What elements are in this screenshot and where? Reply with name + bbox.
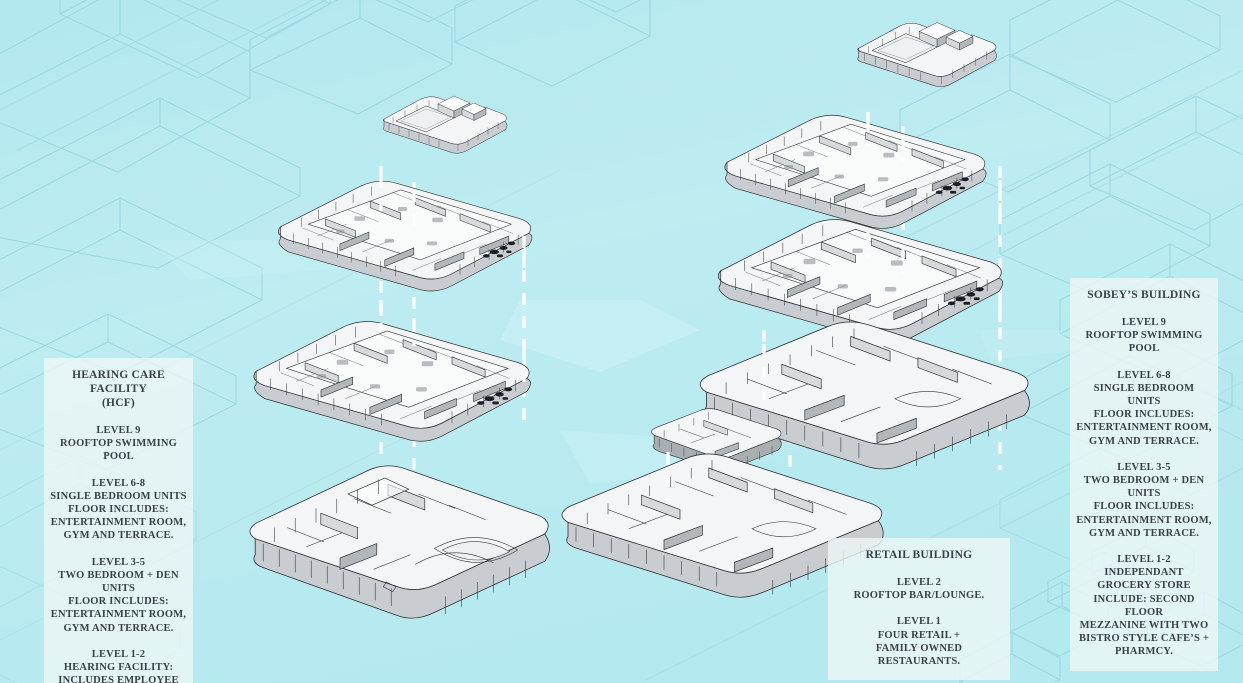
panel-title-line: (HCF) xyxy=(102,397,135,409)
level-description-line: INCLUDE: SECOND FLOOR xyxy=(1093,593,1195,618)
level-description-line: GYM AND TERRACE. xyxy=(1088,527,1200,539)
level-description-line: ENTERTAINMENT ROOM, xyxy=(1076,422,1212,434)
panel-title-line: SOBEY’S BUILDING xyxy=(1087,289,1201,301)
level-description-line: ENTERTAINMENT ROOM, xyxy=(50,517,187,529)
level-label: LEVEL 9 xyxy=(96,425,141,436)
panel-title-line: HEARING CARE FACILITY xyxy=(72,369,165,395)
hcf-plate-level6-8 xyxy=(278,180,533,292)
panel-title: SOBEY’S BUILDING xyxy=(1076,288,1212,302)
level-description-line: HEARING FACILITY: xyxy=(63,662,174,674)
level-description-line: FLOOR INCLUDES: xyxy=(68,504,169,516)
panel-title: HEARING CARE FACILITY (HCF) xyxy=(50,368,187,410)
retail-building-panel: RETAIL BUILDING LEVEL 2 ROOFTOP BAR/LOUNG… xyxy=(828,538,1010,681)
level-description-line: TWO BEDROOM + DEN UNITS xyxy=(58,569,179,595)
level-description-line: INCLUDES EMPLOYEE xyxy=(58,675,179,683)
level-description-line: ROOFTOP BAR/LOUNGE. xyxy=(853,590,985,602)
panel-title-line: RETAIL BUILDING xyxy=(865,549,973,561)
sobeys-building-panel: SOBEY’S BUILDING LEVEL 9 ROOFTOP SWIMMING… xyxy=(1070,278,1218,671)
level-description-line: GYM AND TERRACE. xyxy=(1088,435,1200,447)
level-description-line: FLOOR INCLUDES: xyxy=(68,596,169,608)
level-label: LEVEL 6-8 xyxy=(91,477,146,489)
hcf-plate-level9-rooftop-pool xyxy=(382,95,508,154)
level-description-line: SINGLE BEDROOM UNITS xyxy=(1093,382,1195,408)
level-description-line: SINGLE BEDROOM UNITS xyxy=(50,490,187,502)
level-description-line: PHARMCY. xyxy=(1114,646,1174,658)
sobeys-plate-level9-rooftop-pool xyxy=(857,22,997,87)
level-block: LEVEL 9 ROOFTOP SWIMMING POOL xyxy=(1076,316,1212,356)
level-description-line: ENTERTAINMENT ROOM, xyxy=(1076,514,1212,526)
level-label: LEVEL 3-5 xyxy=(1117,461,1171,473)
sobeys-plate-level6-8 xyxy=(724,114,987,229)
level-label: LEVEL 1 xyxy=(896,616,942,628)
level-description-line: FLOOR INCLUDES: xyxy=(1093,409,1195,421)
level-label: LEVEL 1-2 xyxy=(91,648,146,660)
level-label: LEVEL 1-2 xyxy=(1117,554,1171,566)
level-block: LEVEL 2 ROOFTOP BAR/LOUNGE. xyxy=(834,576,1004,602)
level-description-line: MEZZANINE WITH TWO xyxy=(1079,620,1209,632)
level-description-line: ROOFTOP SWIMMING POOL xyxy=(59,438,178,463)
level-label: LEVEL 2 xyxy=(896,577,942,588)
level-description-line: INDEPENDANT GROCERY STORE xyxy=(1097,567,1191,592)
level-label: LEVEL 9 xyxy=(1121,317,1167,328)
level-description-line: ROOFTOP SWIMMING POOL xyxy=(1085,330,1203,355)
hearing-care-facility-panel: HEARING CARE FACILITY (HCF) LEVEL 9 ROOFTO… xyxy=(44,358,193,683)
level-description-line: FAMILY OWNED RESTAURANTS. xyxy=(875,642,963,668)
level-description-line: ENTERTAINMENT ROOM, xyxy=(50,609,187,621)
level-description-line: GYM AND TERRACE. xyxy=(63,622,174,634)
hcf-plate-level3-5 xyxy=(253,321,531,442)
level-description-line: BISTRO STYLE CAFE’S + xyxy=(1078,633,1210,645)
level-description-line: TWO BEDROOM + DEN UNITS xyxy=(1083,475,1205,500)
panel-title: RETAIL BUILDING xyxy=(834,548,1004,562)
explosion-connector-lines-overlay xyxy=(379,120,1002,500)
level-label: LEVEL 3-5 xyxy=(91,556,146,568)
level-block: LEVEL 9 ROOFTOP SWIMMING POOL xyxy=(50,424,187,464)
hcf-plate-level1-2 xyxy=(249,465,550,619)
level-description-line: GYM AND TERRACE. xyxy=(63,530,174,542)
level-description-line: FLOOR INCLUDES: xyxy=(1093,501,1195,513)
level-label: LEVEL 6-8 xyxy=(1117,369,1171,381)
level-description-line: FOUR RETAIL + xyxy=(877,629,961,641)
